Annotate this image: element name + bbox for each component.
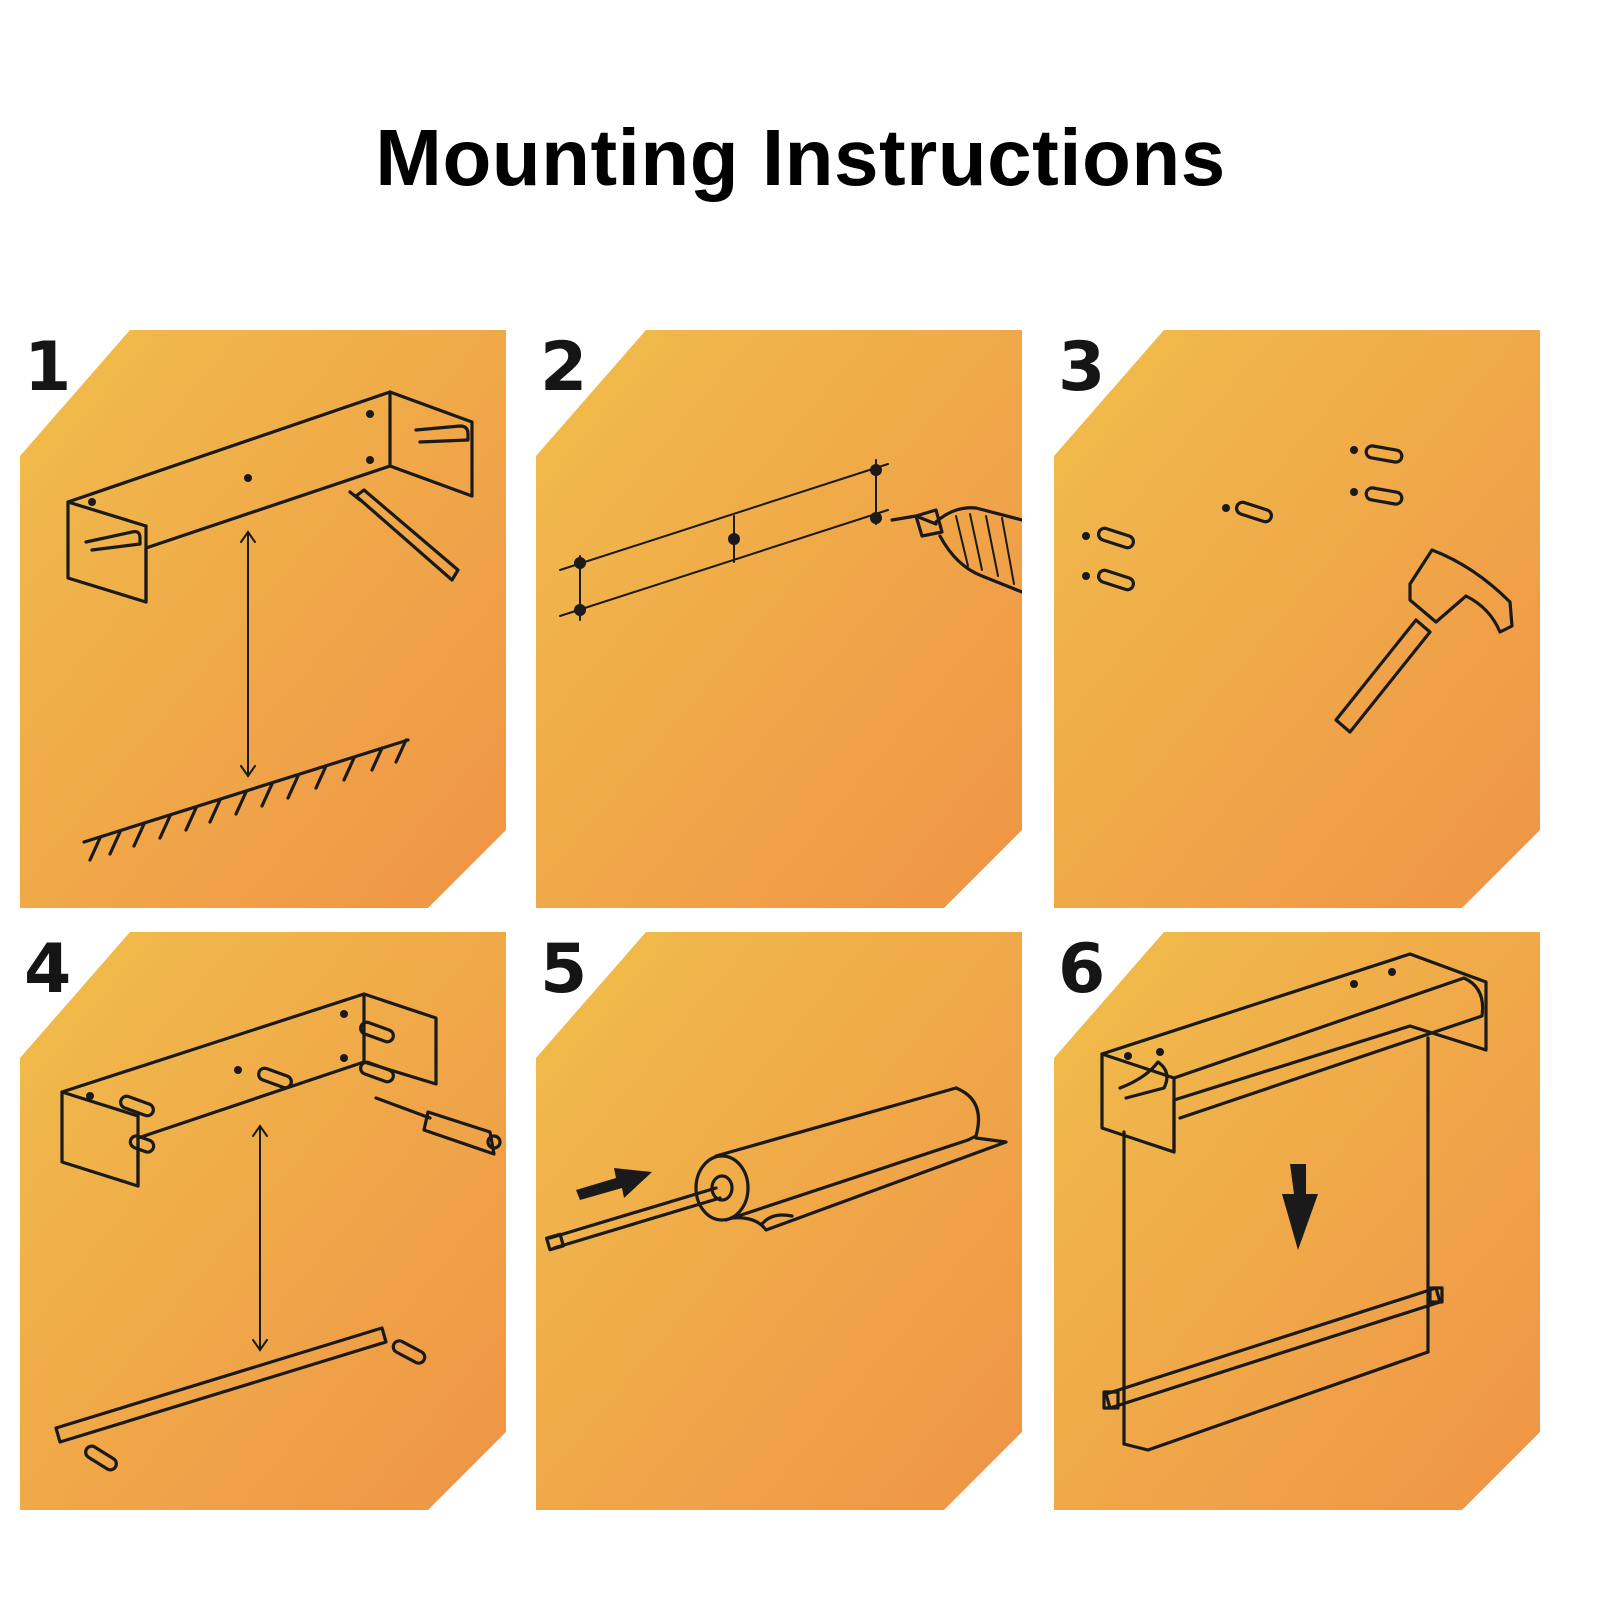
mounted-bracket <box>1100 952 1488 1154</box>
blind-fabric <box>1122 1036 1430 1452</box>
floor-line <box>82 738 410 862</box>
drill-holes-illustration <box>559 459 1022 621</box>
bottom-bar <box>1102 1286 1444 1410</box>
panel-background <box>20 330 506 908</box>
screwdriver-icon <box>374 1096 502 1156</box>
wall-anchor <box>1082 568 1136 592</box>
bracket-illustration <box>66 390 474 862</box>
panel-background <box>20 932 506 1510</box>
step-5-panel: 5 <box>536 932 1022 1510</box>
panel-background <box>536 932 1022 1510</box>
installed-blind-illustration <box>1100 952 1488 1452</box>
wall-anchor <box>1350 444 1404 464</box>
wall-anchor <box>1222 500 1274 524</box>
step-number: 6 <box>1058 930 1106 1009</box>
step-1-panel: 1 <box>20 330 506 908</box>
step-number: 2 <box>540 328 588 407</box>
step-number: 1 <box>24 328 72 407</box>
page-title: Mounting Instructions <box>375 113 1226 202</box>
pencil-icon <box>348 488 460 582</box>
panel-background <box>1054 330 1540 908</box>
right-arrow-icon <box>576 1168 652 1200</box>
hammer-icon <box>1334 548 1514 734</box>
drill-icon <box>890 506 1022 594</box>
screw-bracket-illustration <box>54 992 502 1472</box>
roller-illustration <box>545 1086 1008 1252</box>
roller-tube <box>694 1086 1008 1232</box>
wall-anchor <box>1082 526 1136 550</box>
step-4-panel: 4 <box>20 932 506 1510</box>
step-2-panel: 2 <box>536 330 1022 908</box>
wall-anchor <box>1350 486 1404 506</box>
step-number: 3 <box>1058 328 1106 407</box>
bottom-rail <box>54 1326 427 1472</box>
down-arrow-icon <box>1282 1164 1318 1250</box>
step-6-panel: 6 <box>1054 932 1540 1510</box>
anchors-illustration <box>1082 444 1514 734</box>
panel-background <box>536 330 1022 908</box>
roller-rod <box>545 1186 722 1252</box>
step-number: 5 <box>540 930 588 1009</box>
step-3-panel: 3 <box>1054 330 1540 908</box>
step-number: 4 <box>24 930 72 1009</box>
